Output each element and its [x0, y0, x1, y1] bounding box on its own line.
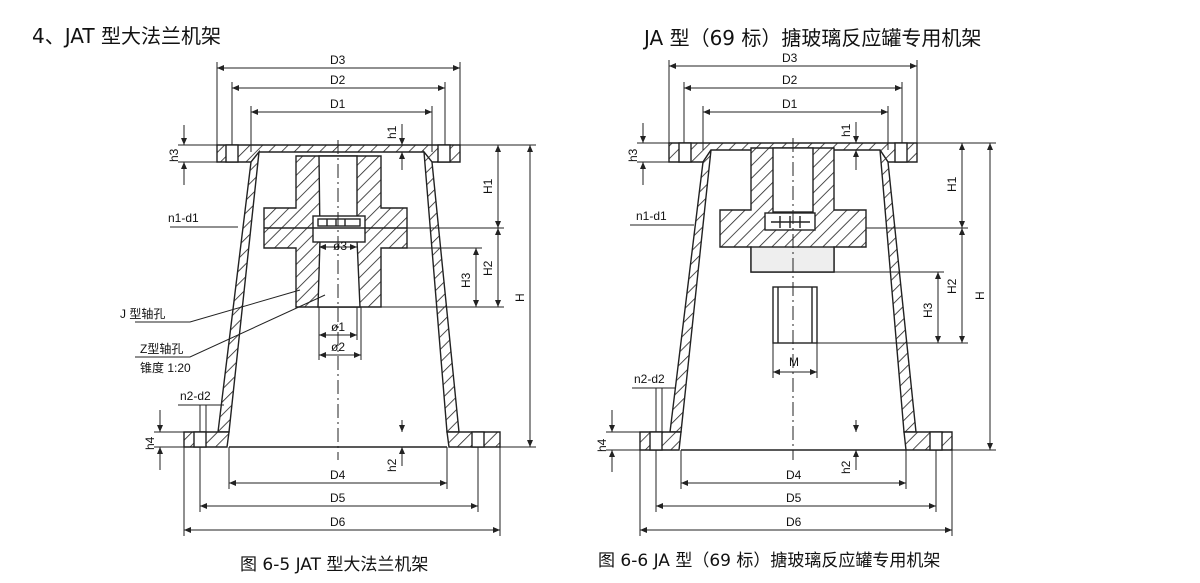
label-H1: H1	[481, 178, 495, 194]
label-h1: h1	[839, 123, 853, 137]
label-phi2: ø2	[331, 340, 345, 354]
label-H1: H1	[945, 176, 959, 192]
label-taper: 锥度 1:20	[140, 360, 191, 375]
label-h4: h4	[143, 436, 157, 450]
label-D4: D4	[330, 468, 346, 482]
figure-ja-labels: D3 D2 D1 D4 D5 D6 M n1-d1 n2-d2 H1 H2 H3…	[595, 51, 987, 529]
figure-jat-labels: D3 D2 D1 D4 D5 D6 ø3 ø1 ø2 n1-d1 n2-d2 J…	[120, 53, 527, 529]
label-n1d1: n1-d1	[636, 209, 667, 223]
label-phi1: ø1	[331, 320, 345, 334]
label-n2d2: n2-d2	[634, 372, 665, 386]
label-D1: D1	[330, 97, 346, 111]
label-D2: D2	[782, 73, 798, 87]
bearing-hub	[263, 155, 408, 308]
label-H3: H3	[921, 302, 935, 318]
label-D6: D6	[330, 515, 346, 529]
label-H2: H2	[945, 278, 959, 294]
figure-6-6-caption: 图 6-6 JA 型（69 标）搪玻璃反应罐专用机架	[598, 551, 941, 571]
left-wall	[217, 149, 260, 433]
label-h3: h3	[626, 148, 640, 162]
left-wall-ja	[669, 149, 712, 433]
label-M: M	[789, 355, 799, 369]
label-h2: h2	[385, 458, 399, 472]
figure-6-5-caption: 图 6-5 JAT 型大法兰机架	[240, 555, 429, 575]
label-D2: D2	[330, 73, 346, 87]
label-D3: D3	[330, 53, 346, 67]
figure-jat	[135, 62, 536, 536]
right-section-title: JA 型（69 标）搪玻璃反应罐专用机架	[644, 26, 982, 50]
bottom-flange	[183, 431, 501, 448]
label-D4: D4	[786, 468, 802, 482]
label-D6: D6	[786, 515, 802, 529]
figure-ja	[606, 60, 996, 536]
label-D5: D5	[786, 491, 802, 505]
label-H: H	[513, 293, 527, 302]
label-n1d1: n1-d1	[168, 211, 199, 225]
label-h2: h2	[839, 460, 853, 474]
label-h1: h1	[385, 125, 399, 139]
label-H3: H3	[459, 272, 473, 288]
label-phi3: ø3	[333, 239, 347, 253]
left-section-title: 4、JAT 型大法兰机架	[32, 24, 221, 48]
label-D5: D5	[330, 491, 346, 505]
bottom-flange-ja	[639, 431, 953, 451]
label-D1: D1	[782, 97, 798, 111]
label-h3: h3	[167, 148, 181, 162]
label-z-hole: Z型轴孔	[140, 341, 183, 356]
label-H: H	[973, 291, 987, 300]
label-H2: H2	[481, 260, 495, 276]
label-h4: h4	[595, 438, 609, 452]
right-wall	[423, 149, 460, 433]
label-j-hole: J 型轴孔	[120, 306, 165, 321]
right-wall-ja	[879, 149, 917, 433]
bearing-hub-ja	[719, 147, 867, 344]
label-n2d2: n2-d2	[180, 389, 211, 403]
label-D3: D3	[782, 51, 798, 65]
